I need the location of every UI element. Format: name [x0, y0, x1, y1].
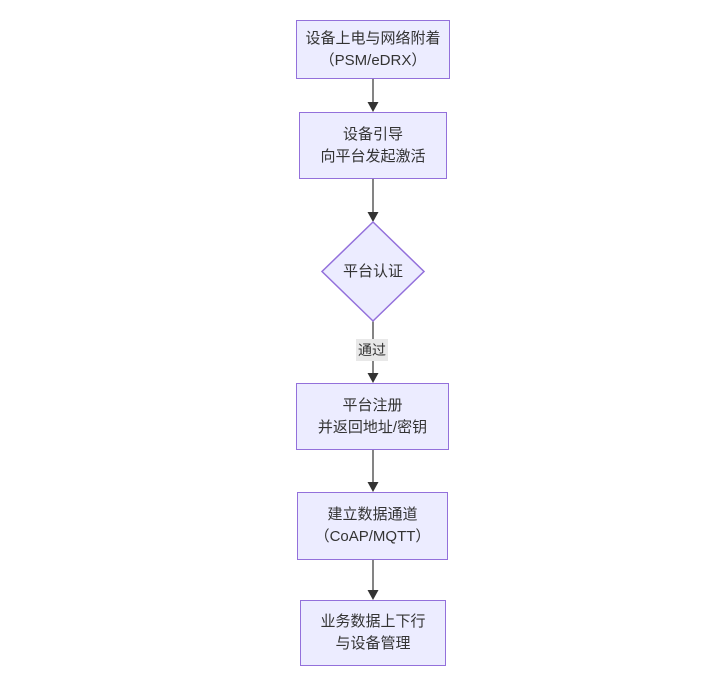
- node-text-line: 设备上电与网络附着: [305, 29, 441, 47]
- node-text-line: 平台注册: [342, 396, 403, 414]
- node-platform-auth-label: 平台认证: [342, 263, 404, 280]
- node-text-line: 建立数据通道: [327, 506, 418, 523]
- node-text-line: 设备引导: [342, 125, 403, 143]
- node-power-network-attach: 设备上电与网络附着 （PSM/eDRX）: [296, 20, 450, 79]
- arrow-down-icon: [367, 212, 379, 222]
- node-text-line: 与设备管理: [335, 635, 411, 652]
- node-text-line: 业务数据上下行: [320, 613, 426, 630]
- node-text-line: （PSM/eDRX）: [319, 51, 427, 69]
- node-text-line: 并返回地址/密钥: [317, 418, 428, 436]
- node-data-channel: 建立数据通道 （CoAP/MQTT）: [297, 492, 448, 560]
- arrow-down-icon: [367, 482, 379, 492]
- node-text-line: 向平台发起激活: [320, 147, 426, 165]
- edge-power-to-bootstrap: [367, 79, 379, 112]
- arrow-down-icon: [367, 373, 379, 383]
- edge-register-to-channel: [367, 450, 379, 492]
- arrow-down-icon: [367, 102, 379, 112]
- node-device-bootstrap: 设备引导 向平台发起激活: [299, 112, 447, 179]
- node-text-line: （CoAP/MQTT）: [314, 528, 431, 545]
- node-platform-register: 平台注册 并返回地址/密钥: [296, 383, 449, 450]
- edge-label-pass: 通过: [356, 339, 388, 361]
- arrow-down-icon: [367, 590, 379, 600]
- edge-channel-to-business: [367, 560, 379, 600]
- decision-diamond-shape: [320, 220, 426, 323]
- node-business-data: 业务数据上下行 与设备管理: [300, 600, 446, 666]
- edge-bootstrap-to-auth: [367, 179, 379, 222]
